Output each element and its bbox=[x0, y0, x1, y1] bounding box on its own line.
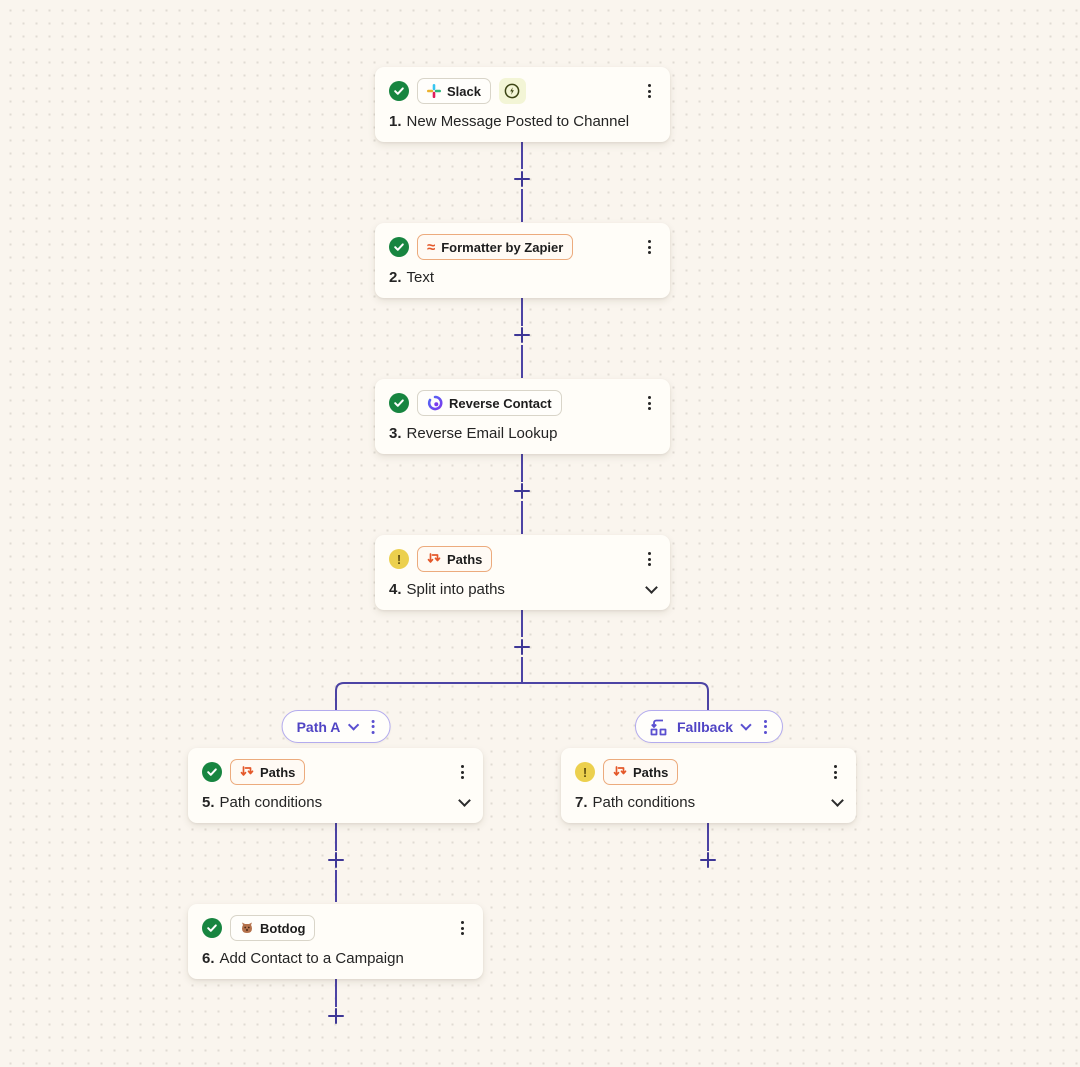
branch-pill-fallback[interactable]: Fallback bbox=[634, 710, 784, 743]
step-title: New Message Posted to Channel bbox=[406, 113, 630, 130]
step-card-7[interactable]: ! Paths 7. Path conditions bbox=[561, 748, 856, 823]
step-card-4[interactable]: ! Paths 4. Split into paths bbox=[375, 535, 670, 610]
step-number: 4. bbox=[389, 581, 402, 598]
paths-icon bbox=[240, 766, 254, 776]
slack-icon bbox=[427, 84, 441, 98]
formatter-icon: ≈ bbox=[427, 238, 436, 256]
step-title: Text bbox=[406, 269, 435, 286]
step-menu-kebab-icon[interactable] bbox=[829, 761, 842, 783]
success-check-icon bbox=[202, 918, 222, 938]
expand-chevron-icon[interactable] bbox=[831, 794, 844, 807]
step-number: 5. bbox=[202, 794, 215, 811]
step-number: 2. bbox=[389, 269, 402, 286]
app-badge-label: Formatter by Zapier bbox=[441, 239, 564, 255]
app-badge-paths[interactable]: Paths bbox=[230, 759, 306, 785]
app-badge-label: Paths bbox=[633, 764, 669, 780]
expand-chevron-icon[interactable] bbox=[645, 581, 658, 594]
branch-label: Fallback bbox=[676, 718, 734, 735]
branch-label: Path A bbox=[296, 718, 341, 735]
app-badge-reverse-contact[interactable]: Reverse Contact bbox=[417, 390, 562, 416]
success-check-icon bbox=[389, 393, 409, 413]
branch-menu-kebab-icon[interactable] bbox=[366, 716, 379, 738]
step-card-1[interactable]: Slack 1. New Message Posted to Channel bbox=[375, 67, 670, 142]
step-title: Reverse Email Lookup bbox=[406, 425, 558, 442]
add-step-button[interactable] bbox=[513, 638, 531, 656]
step-menu-kebab-icon[interactable] bbox=[643, 548, 656, 570]
step-menu-kebab-icon[interactable] bbox=[643, 236, 656, 258]
step-number: 1. bbox=[389, 113, 402, 130]
step-title: Add Contact to a Campaign bbox=[219, 950, 404, 967]
paths-icon bbox=[613, 766, 627, 776]
app-badge-paths[interactable]: Paths bbox=[417, 546, 493, 572]
step-number: 6. bbox=[202, 950, 215, 967]
app-badge-label: Reverse Contact bbox=[449, 395, 552, 411]
step-title: Path conditions bbox=[219, 794, 323, 811]
warning-icon: ! bbox=[575, 762, 595, 782]
step-title: Split into paths bbox=[406, 581, 505, 598]
chevron-down-icon[interactable] bbox=[347, 719, 360, 731]
instant-trigger-icon bbox=[498, 78, 526, 104]
step-number: 3. bbox=[389, 425, 402, 442]
app-badge-formatter[interactable]: ≈ Formatter by Zapier bbox=[417, 234, 574, 260]
branch-pill-path-a[interactable]: Path A bbox=[281, 710, 391, 743]
app-badge-slack[interactable]: Slack bbox=[417, 78, 491, 104]
step-card-3[interactable]: Reverse Contact 3. Reverse Email Lookup bbox=[375, 379, 670, 454]
add-step-button[interactable] bbox=[327, 1007, 345, 1025]
expand-chevron-icon[interactable] bbox=[458, 794, 471, 807]
add-step-button[interactable] bbox=[513, 482, 531, 500]
step-number: 7. bbox=[575, 794, 588, 811]
paths-icon bbox=[427, 553, 441, 563]
app-badge-label: Botdog bbox=[260, 920, 306, 936]
app-badge-label: Paths bbox=[447, 551, 483, 567]
reverse-contact-icon bbox=[427, 395, 443, 411]
success-check-icon bbox=[202, 762, 222, 782]
step-menu-kebab-icon[interactable] bbox=[643, 80, 656, 102]
add-step-button[interactable] bbox=[327, 851, 345, 869]
add-step-button[interactable] bbox=[699, 851, 717, 869]
warning-icon: ! bbox=[389, 549, 409, 569]
chevron-down-icon[interactable] bbox=[740, 719, 752, 731]
botdog-icon bbox=[242, 922, 252, 933]
step-title: Path conditions bbox=[592, 794, 696, 811]
add-step-button[interactable] bbox=[513, 170, 531, 188]
success-check-icon bbox=[389, 237, 409, 257]
step-menu-kebab-icon[interactable] bbox=[456, 761, 469, 783]
step-card-6[interactable]: Botdog 6. Add Contact to a Campaign bbox=[188, 904, 483, 979]
step-card-5[interactable]: Paths 5. Path conditions bbox=[188, 748, 483, 823]
step-card-2[interactable]: ≈ Formatter by Zapier 2. Text bbox=[375, 223, 670, 298]
success-check-icon bbox=[389, 81, 409, 101]
branch-menu-kebab-icon[interactable] bbox=[759, 716, 772, 738]
app-badge-botdog[interactable]: Botdog bbox=[230, 915, 316, 941]
step-menu-kebab-icon[interactable] bbox=[456, 917, 469, 939]
add-step-button[interactable] bbox=[513, 326, 531, 344]
step-menu-kebab-icon[interactable] bbox=[643, 392, 656, 414]
app-badge-label: Paths bbox=[260, 764, 296, 780]
fallback-icon bbox=[650, 719, 667, 735]
app-badge-label: Slack bbox=[447, 83, 481, 99]
app-badge-paths[interactable]: Paths bbox=[603, 759, 679, 785]
